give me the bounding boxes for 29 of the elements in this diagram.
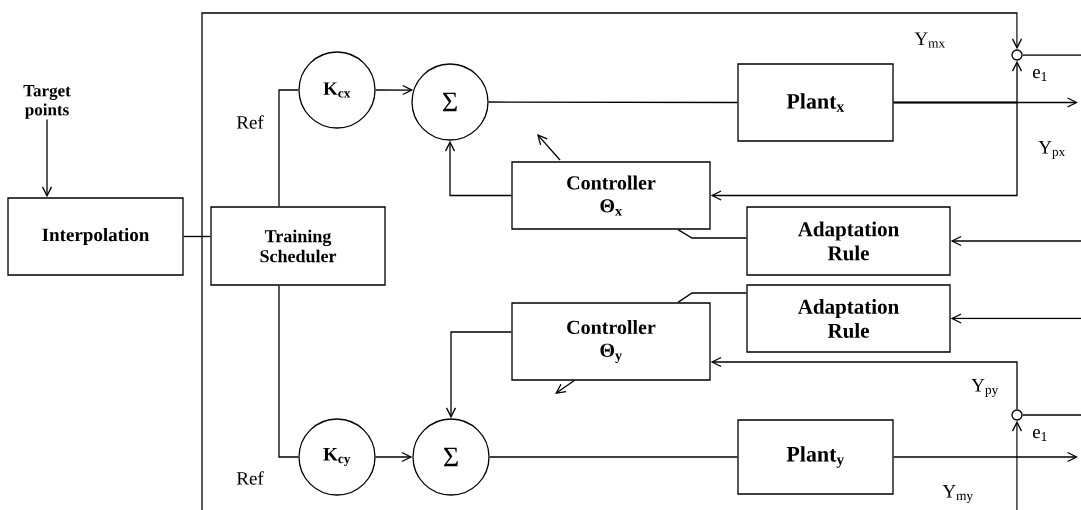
edge-label: Y$_{px}$ (1037, 140, 1067, 160)
process-box: Adaptation Rule (746, 206, 951, 276)
signal-arrow (893, 451, 1078, 463)
process-box: Adaptation Rule (746, 284, 951, 353)
edge-label: e$_{1}$ (1031, 428, 1049, 442)
process-box: Plant$_{x}$ (737, 63, 894, 142)
process-box: Plant$_{y}$ (737, 419, 894, 495)
signal-arrow (375, 451, 413, 463)
edge-label: e$_{1}$ (1031, 68, 1049, 82)
signal-arrow (375, 84, 414, 96)
signal-arrow (41, 118, 53, 198)
signal-arrow (201, 12, 1023, 510)
signal-arrow (1011, 420, 1023, 510)
signal-arrow (950, 235, 1081, 247)
process-box: Training Scheduler (210, 206, 386, 286)
edge-label: Y$_{py}$ (970, 378, 1000, 398)
process-box: Interpolation (7, 197, 184, 276)
signal-arrow (444, 140, 512, 197)
edge-label: Ref (235, 114, 265, 130)
signal-arrow (445, 331, 512, 419)
edge-label: Y$_{my}$ (941, 484, 975, 504)
signal-arrow (710, 101, 1018, 201)
signal-arrow (710, 356, 1018, 410)
input-label: Target points (23, 85, 71, 119)
process-box: Controller Θ$_{x}$ (511, 161, 711, 230)
signal-arrow (950, 313, 1081, 324)
edge-label: Ref (235, 470, 265, 486)
edge-label: Y$_{mx}$ (913, 31, 947, 49)
process-box: Controller Θ$_{y}$ (511, 302, 711, 381)
